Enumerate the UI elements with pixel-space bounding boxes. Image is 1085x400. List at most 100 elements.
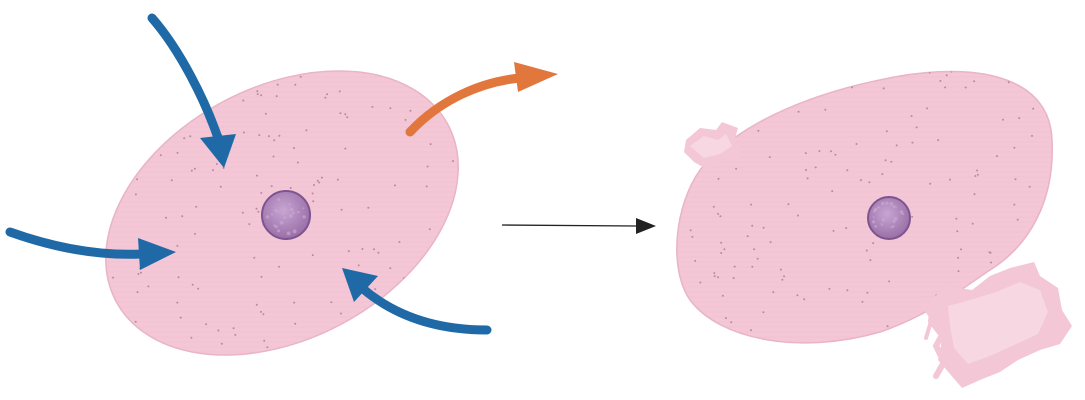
stipple-dot <box>112 276 114 279</box>
stipple-dot <box>208 75 211 77</box>
stipple-dot <box>170 179 173 182</box>
stipple-dot <box>699 281 702 284</box>
chromatin-dot <box>290 208 294 212</box>
stipple-dot <box>955 217 958 220</box>
stipple-dot <box>330 301 333 304</box>
chromatin-dot <box>892 219 896 223</box>
stipple-dot <box>256 174 258 177</box>
stipple-dot <box>398 241 401 243</box>
stipple-dot <box>717 276 720 279</box>
stipple-dot <box>318 181 321 184</box>
stipple-dot <box>412 77 415 80</box>
stipple-dot <box>1054 232 1056 234</box>
stipple-dot <box>732 277 735 280</box>
stipple-dot <box>441 309 444 312</box>
stipple-dot <box>736 95 739 98</box>
stipple-dot <box>772 291 775 294</box>
stipple-dot <box>746 118 749 121</box>
stipple-dot <box>339 112 342 115</box>
chromatin-dot <box>877 206 880 209</box>
stipple-dot <box>408 347 411 350</box>
chromatin-dot <box>891 225 895 228</box>
chromatin-dot <box>279 220 284 225</box>
stipple-dot <box>797 110 800 113</box>
stipple-dot <box>1057 88 1059 90</box>
chromatin-dot <box>296 210 300 214</box>
stipple-dot <box>264 112 267 115</box>
stipple-dot <box>340 208 343 211</box>
stipple-dot <box>832 229 835 232</box>
chromatin-dot <box>286 231 291 236</box>
stipple-dot <box>1051 258 1053 261</box>
stipple-dot <box>336 178 339 181</box>
inflow-arrow-left <box>5 227 176 270</box>
stipple-dot <box>1016 218 1019 221</box>
stipple-dot <box>1013 146 1016 149</box>
stipple-dot <box>357 264 360 267</box>
chromatin-dot <box>265 215 270 219</box>
stipple-dot <box>320 176 323 179</box>
stipple-dot <box>1007 81 1010 84</box>
stipple-dot <box>253 256 256 259</box>
stipple-dot <box>866 291 869 294</box>
stipple-dot <box>289 187 292 189</box>
inflow-arrow-bottom <box>342 268 492 335</box>
stipple-dot <box>197 287 200 290</box>
chromatin-dot <box>885 201 889 205</box>
chromatin-dot <box>288 203 291 206</box>
stipple-dot <box>861 300 864 303</box>
stipple-dot <box>311 192 314 195</box>
chromatin-dot <box>302 207 305 210</box>
stipple-dot <box>260 310 262 313</box>
ruptured-cell <box>676 70 1072 388</box>
stipple-dot <box>915 126 918 129</box>
stipple-dot <box>242 131 245 134</box>
stipple-dot <box>256 90 259 93</box>
stipple-dot <box>375 327 378 330</box>
stipple-dot <box>415 340 418 343</box>
stipple-dot <box>326 93 329 96</box>
chromatin-dot <box>874 225 877 228</box>
stipple-dot <box>787 203 790 206</box>
stipple-dot <box>694 259 697 262</box>
stipple-dot <box>746 235 749 238</box>
stipple-dot <box>108 172 111 175</box>
stipple-dot <box>910 115 913 117</box>
stipple-dot <box>768 156 771 159</box>
stipple-dot <box>183 137 186 140</box>
stipple-dot <box>768 94 771 97</box>
stipple-dot <box>371 105 374 108</box>
stipple-dot <box>107 184 110 187</box>
stipple-dot <box>156 83 158 85</box>
stipple-dot <box>957 256 960 259</box>
stipple-dot <box>949 178 951 181</box>
stipple-dot <box>779 268 782 271</box>
stipple-dot <box>909 342 911 343</box>
stipple-dot <box>990 261 993 264</box>
stipple-dot <box>950 71 953 73</box>
stipple-dot <box>121 114 124 117</box>
stipple-dot <box>454 313 457 316</box>
stipple-dot <box>973 193 976 196</box>
stipple-dot <box>433 258 436 261</box>
stipple-dot <box>721 294 724 297</box>
stipple-dot <box>176 244 179 247</box>
stipple-dot <box>452 160 454 162</box>
stipple-dot <box>294 83 297 86</box>
stipple-dot <box>425 185 428 188</box>
ruptured-region-bottom-right <box>918 262 1072 388</box>
stipple-dot <box>134 320 137 323</box>
stipple-dot <box>881 173 884 176</box>
nucleus <box>261 190 311 240</box>
stipple-dot <box>830 150 832 153</box>
stipple-dot <box>191 283 194 286</box>
stipple-dot <box>91 169 94 172</box>
chromatin-dot <box>271 213 274 216</box>
stipple-dot <box>119 328 122 331</box>
stipple-dot <box>424 271 427 274</box>
stipple-dot <box>294 322 297 325</box>
stipple-dot <box>122 154 125 157</box>
stipple-dot <box>255 303 258 306</box>
stipple-dot <box>1002 118 1004 121</box>
stipple-dot <box>960 248 962 251</box>
